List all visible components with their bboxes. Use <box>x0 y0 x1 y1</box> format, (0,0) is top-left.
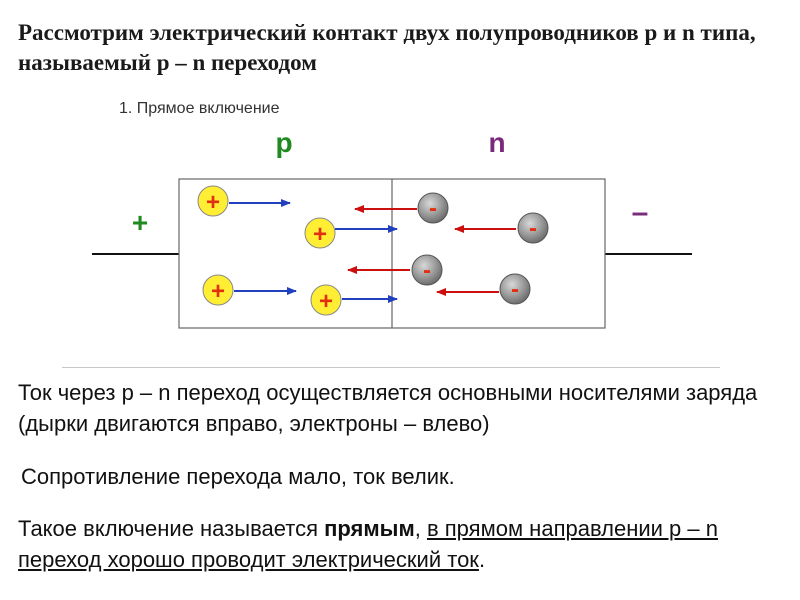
bold-term: прямым <box>324 516 415 541</box>
electron-sign: - <box>529 215 537 242</box>
electron-sign: - <box>423 257 431 284</box>
diagram-caption: 1. Прямое включение <box>119 100 280 117</box>
p-region-label: p <box>275 127 292 158</box>
hole-sign: + <box>313 221 327 248</box>
hole-sign: + <box>319 288 333 315</box>
hole-sign: + <box>211 278 225 305</box>
minus-terminal-label: – <box>632 196 649 229</box>
section-divider <box>62 367 720 368</box>
paragraph-carriers: Ток через p – n переход осуществляется о… <box>18 380 758 436</box>
paragraph-text: , <box>414 516 427 541</box>
n-region-label: n <box>488 127 505 158</box>
paragraph-text: Такое включение называется <box>18 516 325 541</box>
electron-carrier: - <box>517 212 549 244</box>
electron-carrier: - <box>417 192 449 224</box>
slide-title: Рассмотрим электрический контакт двух по… <box>18 20 756 75</box>
hole-carrier: + <box>202 274 234 306</box>
electron-carrier: - <box>499 273 531 305</box>
hole-carrier: + <box>197 185 229 217</box>
underlined-phrase: в прямом направлении p – n переход хорош… <box>18 516 718 572</box>
electron-carrier: - <box>411 254 443 286</box>
electron-sign: - <box>429 195 437 222</box>
plus-terminal-label: + <box>132 207 148 238</box>
electron-sign: - <box>511 276 519 303</box>
hole-carrier: + <box>310 284 342 316</box>
hole-carrier: + <box>304 217 336 249</box>
hole-sign: + <box>206 189 220 216</box>
paragraph-resistance: Сопротивление перехода мало, ток велик. <box>21 464 455 489</box>
paragraph-forward-bias: Такое включение называется прямым, в пря… <box>18 513 788 575</box>
paragraph-text: . <box>478 547 486 572</box>
pn-junction-diagram: 1. Прямое включение p n + – + + + + - - <box>92 100 692 329</box>
